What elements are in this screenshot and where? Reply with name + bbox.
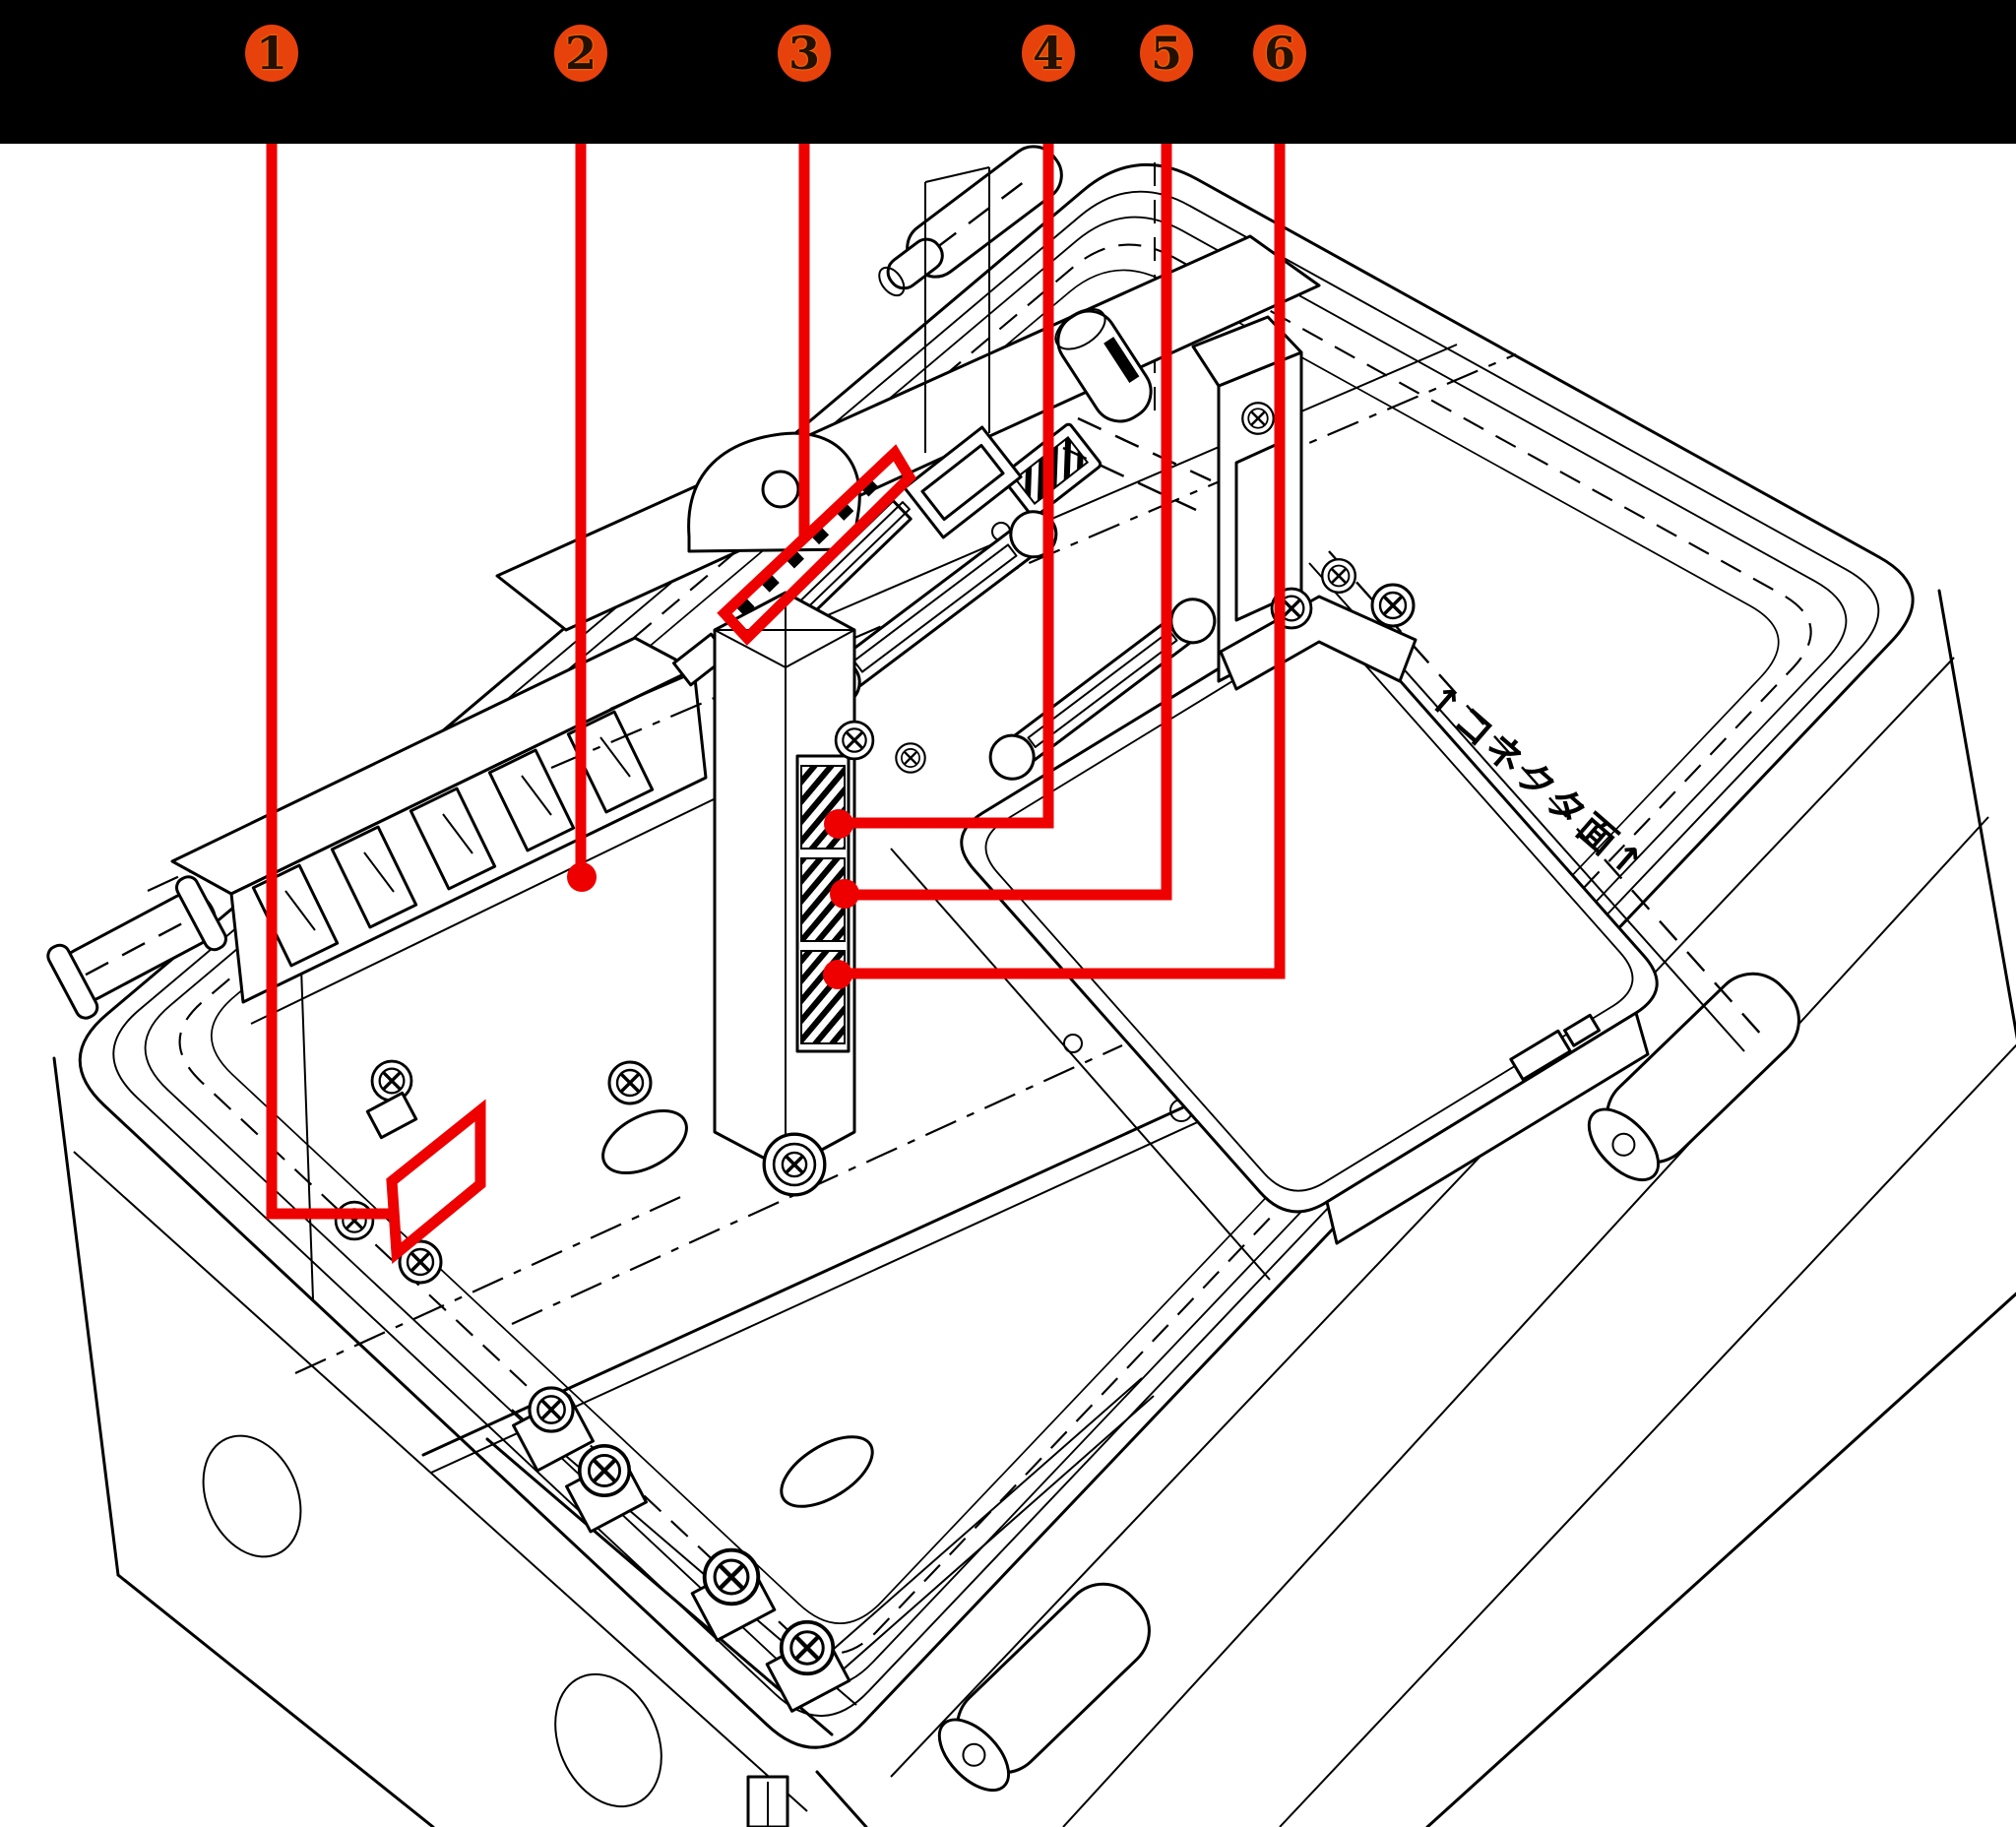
lid-latch-left — [46, 875, 227, 1020]
usb-port — [903, 425, 1023, 539]
hinge-barrel-2 — [937, 1582, 1151, 1793]
callout-highlight-rect-1 — [386, 1099, 486, 1265]
capacitor-cylinder — [1054, 307, 1153, 423]
top-black-bar — [0, 0, 2016, 144]
enclosure-walls — [52, 589, 2016, 1827]
callout-badge-4: 4 — [1022, 25, 1075, 82]
callout-badge-6: 6 — [1253, 25, 1306, 82]
ethernet-port-board — [170, 636, 715, 1285]
callout-dots — [567, 809, 859, 989]
callout-lines — [266, 81, 1286, 1265]
board-edge-connector-2 — [988, 598, 1217, 781]
callout-highlight-rect-3 — [717, 444, 916, 646]
hinge-barrel-1 — [1587, 972, 1800, 1182]
callout-badge-2: 2 — [554, 25, 607, 82]
callout-badge-3: 3 — [778, 25, 831, 82]
terminal-screw-row — [485, 1386, 857, 1736]
callout-badge-1: 1 — [245, 25, 298, 82]
callout-badge-5: 5 — [1140, 25, 1193, 82]
